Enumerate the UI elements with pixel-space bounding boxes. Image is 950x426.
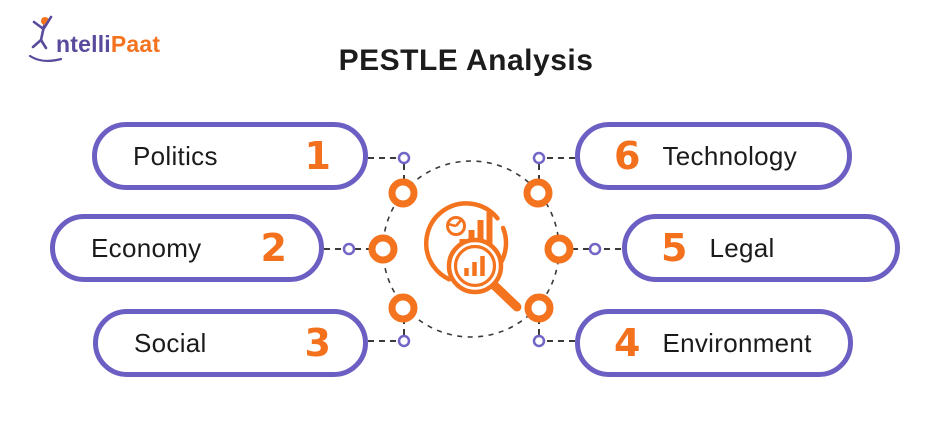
pill-politics: Politics 1: [92, 122, 368, 190]
pill-economy: Economy 2: [50, 214, 324, 282]
pill-label: Economy: [91, 232, 202, 263]
logo-text-purple: ntelli: [56, 31, 111, 57]
pill-label: Legal: [709, 232, 775, 263]
connector-dot: [588, 242, 602, 256]
pill-number: 5: [661, 226, 688, 270]
node-ring: [368, 234, 398, 264]
node-ring: [523, 178, 553, 208]
pill-number: 1: [304, 134, 331, 178]
connector-dot: [532, 151, 546, 165]
logo-wordmark: ntelliPaat: [56, 33, 160, 66]
pill-label: Technology: [662, 140, 797, 171]
center-analysis-icon: [424, 201, 522, 312]
pie-chart-glyph: [446, 216, 466, 236]
pill-environment: 4 Environment: [575, 309, 853, 377]
logo-person-icon: [28, 15, 62, 63]
connector-lines: [324, 157, 621, 342]
connector-dot: [397, 151, 411, 165]
connector-dot: [397, 334, 411, 348]
pill-social: Social 3: [93, 309, 368, 377]
pill-label: Social: [134, 327, 207, 358]
node-ring: [524, 293, 554, 323]
node-ring: [388, 178, 418, 208]
pill-technology: 6 Technology: [575, 122, 852, 190]
intellipaat-logo: ntelliPaat: [28, 14, 160, 66]
node-ring: [388, 293, 418, 323]
hub-node-rings: [368, 178, 574, 323]
pill-legal: 5 Legal: [622, 214, 900, 282]
node-ring: [544, 234, 574, 264]
connector-dot: [342, 242, 356, 256]
connector-dot: [532, 334, 546, 348]
pill-number: 6: [614, 134, 641, 178]
pill-number: 3: [304, 321, 331, 365]
pill-number: 2: [260, 226, 287, 270]
pill-label: Environment: [662, 327, 812, 358]
pill-number: 4: [614, 321, 641, 365]
page-title: PESTLE Analysis: [338, 44, 594, 77]
hub-dashed-circle: [382, 160, 560, 338]
logo-text-orange: Paat: [110, 31, 161, 57]
connector-dots: [342, 151, 602, 348]
pill-label: Politics: [133, 140, 218, 171]
magnifier-glyph: [446, 237, 522, 312]
bar-chart-glyph: [459, 212, 493, 252]
